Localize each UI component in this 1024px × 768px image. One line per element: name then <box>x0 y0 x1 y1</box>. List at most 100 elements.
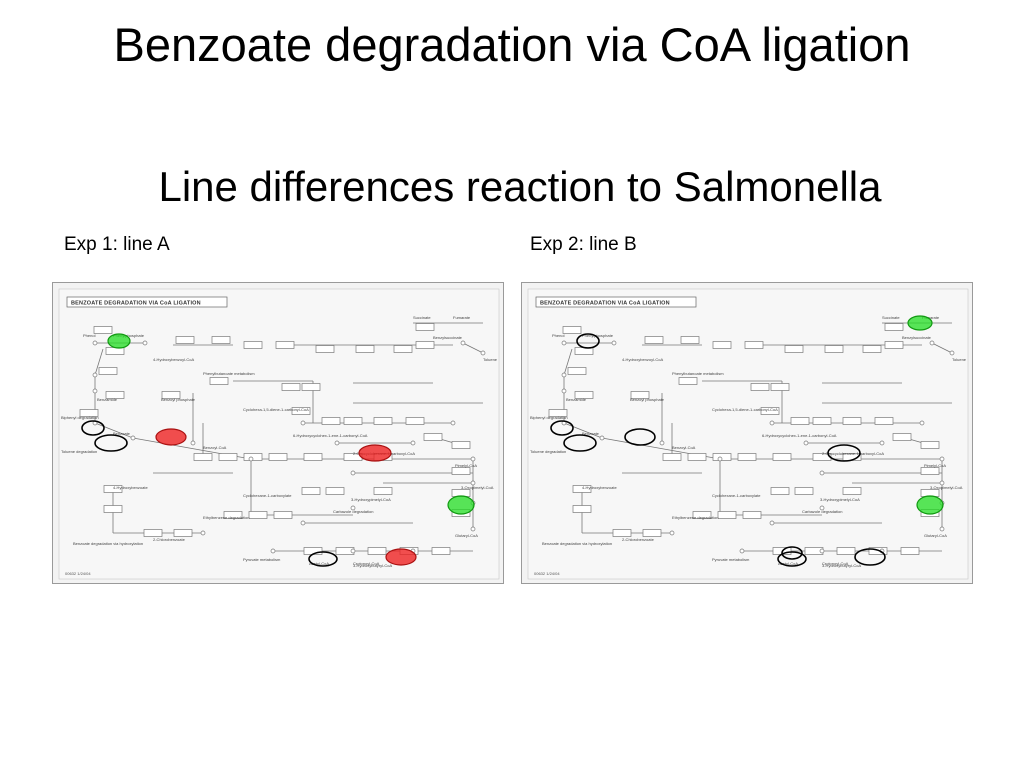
pathway-label-crotonoyl: Crotonoyl-CoA <box>822 561 849 566</box>
enzyme-box <box>243 341 263 349</box>
highlight-black-mid_right <box>827 444 861 462</box>
pathway-label-carbazole: Carbazole degradation <box>333 509 373 514</box>
map-title: BENZOATE DEGRADATION VIA CoA LIGATION <box>71 301 201 307</box>
enzyme-box <box>884 323 904 331</box>
enzyme-box <box>744 341 764 349</box>
enzyme-box <box>612 529 632 537</box>
enzyme-box <box>243 453 263 461</box>
enzyme-box <box>373 417 393 425</box>
compound-node <box>92 388 98 394</box>
enzyme-box <box>98 367 118 375</box>
compound-node <box>480 350 486 356</box>
enzyme-box <box>268 453 288 461</box>
enzyme-box <box>367 547 387 555</box>
enzyme-box <box>642 529 662 537</box>
pathway-label-benzoylcoa: Benzoyl-CoA <box>672 445 696 450</box>
compound-node <box>270 548 276 554</box>
compound-node <box>879 440 885 446</box>
pathway-label-toluene: Toluene degradation <box>61 449 97 454</box>
compound-node <box>561 340 567 346</box>
enzyme-box <box>567 367 587 375</box>
enzyme-box <box>572 485 592 493</box>
pathway-label-glutaryl: Glutaryl-CoA <box>924 533 947 538</box>
compound-node <box>939 456 945 462</box>
compound-node <box>919 420 925 426</box>
pathway-label-benzylsuccinate: Benzylsuccinate <box>433 335 463 340</box>
enzyme-box <box>712 453 732 461</box>
enzyme-box <box>750 383 770 391</box>
highlight-green-phenol_top <box>107 333 131 349</box>
enzyme-box <box>687 453 707 461</box>
pathway-label-toluene: Toluene degradation <box>530 449 566 454</box>
pathway-label-pimelyl: Pimelyl-CoA <box>455 463 477 468</box>
enzyme-box <box>281 383 301 391</box>
enzyme-box <box>218 453 238 461</box>
compound-node <box>190 440 196 446</box>
pathway-label-biphenyl: Biphenyl degradation <box>61 415 99 420</box>
pathway-label-oxocyclohex: 2-Oxocyclohexane-1-carboxyl-CoA <box>822 451 884 456</box>
enzyme-box <box>451 441 471 449</box>
highlight-green-right_lower <box>447 495 475 515</box>
compound-node <box>939 526 945 532</box>
compound-node <box>334 440 340 446</box>
compound-node <box>350 470 356 476</box>
compound-node <box>819 470 825 476</box>
pathway-label-phenylbutanoate: Phenylbutanoate metabolism <box>203 371 255 376</box>
pathway-label-pyruvate: Pyruvate metabolism <box>243 557 281 562</box>
enzyme-box <box>812 417 832 425</box>
enzyme-box <box>93 326 113 334</box>
enzyme-box <box>742 511 762 519</box>
enzyme-box <box>103 485 123 493</box>
pathway-label-hydroxybenzoyl: 4-Hydroxybenzoyl-CoA <box>153 357 194 362</box>
pathway-label-chlorobenzoate: 2-Chlorobenzoate <box>622 537 655 542</box>
enzyme-box <box>393 345 413 353</box>
pathway-label-benzoatehydroxyl: Benzoate degradation via hydroxylation <box>542 541 612 546</box>
pathway-label-hydroxycyclohex: 6-Hydroxycyclohex-1-ene-1-carbonyl-CoA <box>293 433 368 438</box>
pathway-label-cyclohexanecarb: Cyclohexane-1-carboxylate <box>712 493 761 498</box>
enzyme-box <box>173 529 193 537</box>
highlight-black-phenol_top <box>576 333 600 349</box>
pathway-label-cyclohex: Cyclohexa-1,5-diene-1-carbonyl-CoA <box>712 407 778 412</box>
pathway-label-toluene2: Toluene <box>952 357 967 362</box>
enzyme-box <box>405 417 425 425</box>
compound-node <box>470 526 476 532</box>
enzyme-box <box>737 453 757 461</box>
slide-subtitle: Line differences reaction to Salmonella <box>158 163 882 210</box>
pathway-label-benzoyl: Benzoyl phosphate <box>630 397 665 402</box>
compound-node <box>949 350 955 356</box>
pathway-label-phenylphos: Phenylphosphate <box>582 333 614 338</box>
enzyme-box <box>415 323 435 331</box>
pathway-edge <box>563 422 603 439</box>
pathway-label-benzamide: Benzamide <box>566 397 587 402</box>
compound-node <box>470 456 476 462</box>
enzyme-box <box>105 347 125 355</box>
enzyme-box <box>662 453 682 461</box>
enzyme-box <box>770 487 790 495</box>
compound-node <box>130 435 136 441</box>
pathway-label-hydroxybutyryl: 3-Hydroxybutyryl-CoA <box>353 563 392 568</box>
enzyme-box <box>315 345 335 353</box>
pathway-label-hydroxypimelyl: 3-Hydroxypimelyl-CoA <box>820 497 860 502</box>
enzyme-box <box>303 453 323 461</box>
enzyme-box <box>920 441 940 449</box>
pathway-label-crotonoyl: Crotonoyl-CoA <box>353 561 380 566</box>
enzyme-box <box>291 407 311 415</box>
compound-node <box>300 420 306 426</box>
pathway-edge <box>94 348 104 376</box>
map-footer: 00632 1/24/04 <box>534 571 560 576</box>
enzyme-box <box>794 487 814 495</box>
highlight-black-left_2 <box>94 434 128 452</box>
compound-node <box>939 480 945 486</box>
pathway-label-fumarate: Fumarate <box>453 315 471 320</box>
highlight-red-bottom_2 <box>385 548 417 566</box>
enzyme-box <box>301 487 321 495</box>
enzyme-box <box>105 391 125 399</box>
compound-node <box>819 548 825 554</box>
enzyme-box <box>784 345 804 353</box>
compound-node <box>92 340 98 346</box>
enzyme-box <box>193 453 213 461</box>
compound-node <box>717 456 723 462</box>
pathway-label-carbazole: Carbazole degradation <box>802 509 842 514</box>
pathway-label-succinate: Succinate <box>413 315 431 320</box>
